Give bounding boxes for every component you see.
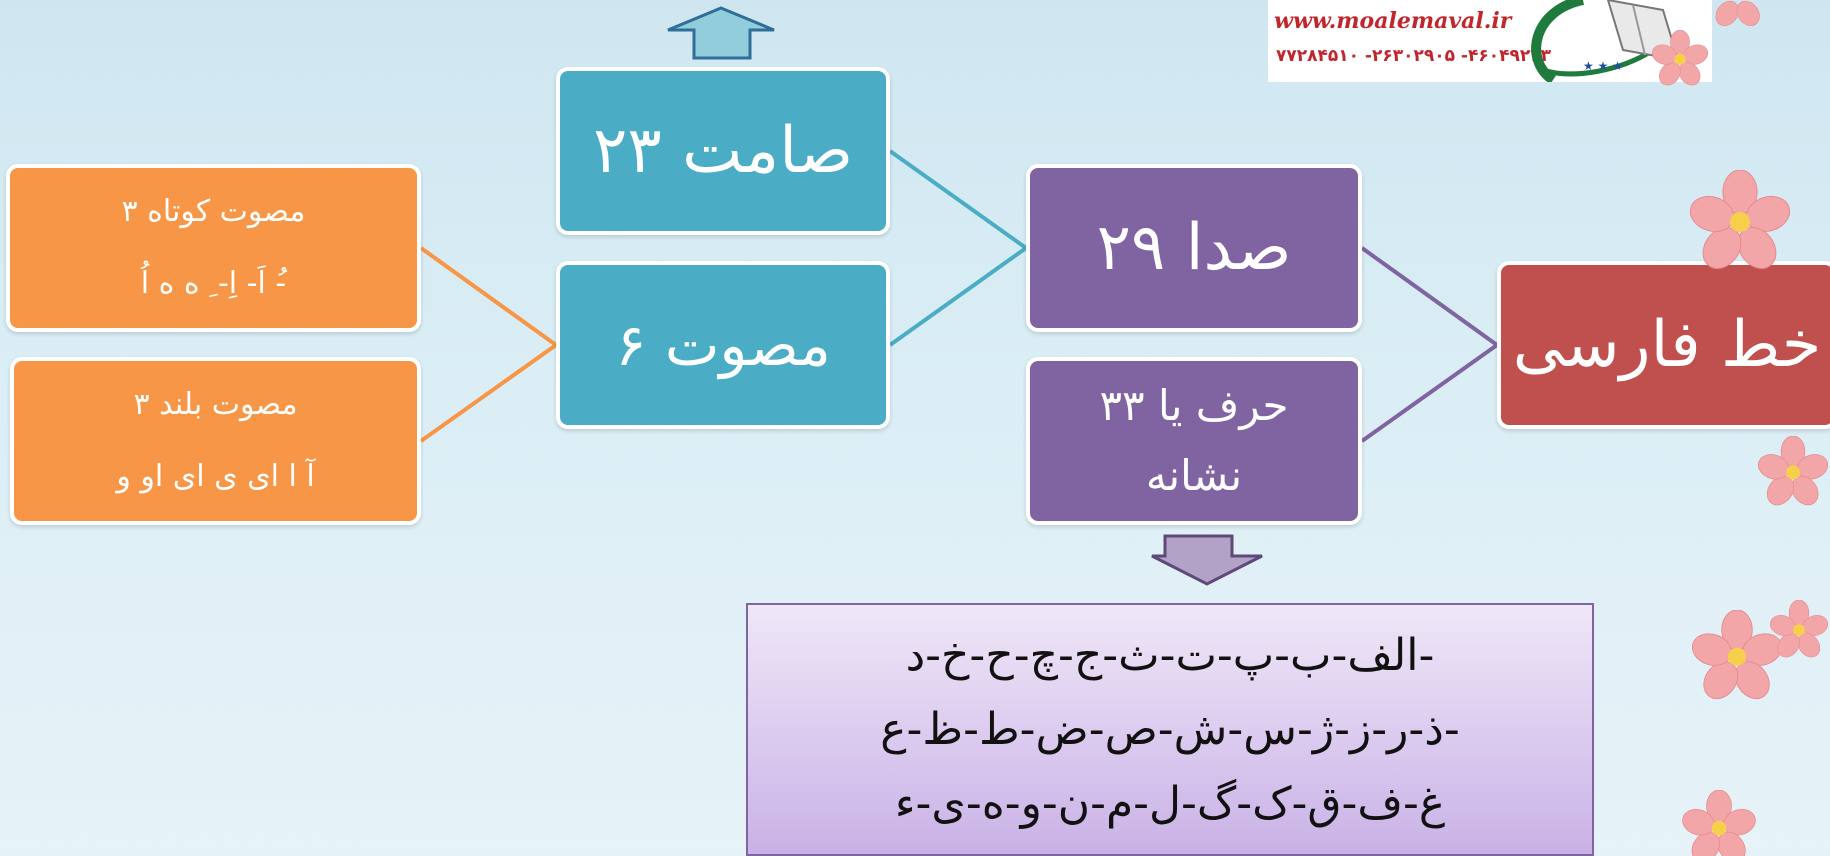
up-arrow-icon bbox=[667, 6, 775, 60]
letters-node-line2: نشانه bbox=[1145, 451, 1243, 500]
blossom-icon bbox=[1682, 790, 1756, 856]
short-vowels-examples: اَ- اِ- ِ ه ه اُ -ُ bbox=[140, 266, 287, 301]
consonants-node: ۲۳ صامت bbox=[556, 67, 890, 235]
connector-sounds-consonants bbox=[888, 149, 1028, 250]
svg-text:★ ★ ★: ★ ★ ★ bbox=[1583, 59, 1623, 73]
connector-vowels-long bbox=[419, 343, 558, 443]
blossom-icon bbox=[1770, 600, 1828, 658]
letters-node-line1: ۳۳ حرف یا bbox=[1099, 381, 1289, 430]
sounds-node: ۲۹ صدا bbox=[1026, 164, 1362, 332]
logo-url-text: www.moalemaval.ir bbox=[1274, 8, 1512, 34]
sounds-node-label: ۲۹ صدا bbox=[1096, 211, 1292, 285]
consonants-node-label: ۲۳ صامت bbox=[592, 114, 854, 188]
vowels-node-label: ۶ مصوت bbox=[615, 311, 831, 379]
site-logo: www.moalemaval.ir ۷۷۲۸۴۵۱۰ -۲۶۳۰۲۹۰۵ -۴۶… bbox=[1268, 0, 1712, 82]
short-vowels-node: ۳ مصوت کوتاه اَ- اِ- ِ ه ه اُ -ُ bbox=[6, 164, 421, 332]
long-vowels-node: ۳ مصوت بلند آ ا ای ی ای او و bbox=[10, 357, 421, 525]
logo-phone-text: ۷۷۲۸۴۵۱۰ -۲۶۳۰۲۹۰۵ -۴۶۰۴۹۲۳۳ bbox=[1276, 46, 1551, 66]
blossom-icon bbox=[1715, 0, 1760, 26]
alphabet-line-1: الف-ب-پ-ت-ث-ج-چ-ح-خ-د- bbox=[905, 629, 1435, 681]
root-node-persian-script: خط فارسی bbox=[1497, 261, 1830, 429]
long-vowels-title: ۳ مصوت بلند bbox=[133, 387, 298, 422]
short-vowels-title: ۳ مصوت کوتاه bbox=[121, 194, 306, 229]
blossom-icon bbox=[1692, 610, 1782, 700]
alphabet-line-2: ذ-ر-ز-ژ-س-ش-ص-ض-ط-ظ-ع- bbox=[880, 703, 1460, 755]
blossom-icon bbox=[1651, 30, 1709, 86]
alphabet-line-3: غ-ف-ق-ک-گ-ل-م-ن-و-ه-ی-ء bbox=[894, 777, 1446, 829]
alphabet-list-box: الف-ب-پ-ت-ث-ج-چ-ح-خ-د- ذ-ر-ز-ژ-س-ش-ص-ض-ط… bbox=[746, 603, 1594, 856]
letters-node: ۳۳ حرف یا نشانه bbox=[1026, 357, 1362, 525]
blossom-icon bbox=[1690, 170, 1790, 269]
connector-sounds-vowels bbox=[888, 246, 1028, 347]
long-vowels-examples: آ ا ای ی ای او و bbox=[116, 459, 315, 494]
down-arrow-icon bbox=[1151, 534, 1263, 586]
blossom-icon bbox=[1758, 436, 1828, 506]
connector-root-letters bbox=[1360, 343, 1499, 443]
root-node-label: خط فارسی bbox=[1512, 308, 1822, 382]
connector-vowels-short bbox=[419, 246, 558, 347]
connector-root-sounds bbox=[1360, 246, 1499, 347]
vowels-node: ۶ مصوت bbox=[556, 261, 890, 429]
